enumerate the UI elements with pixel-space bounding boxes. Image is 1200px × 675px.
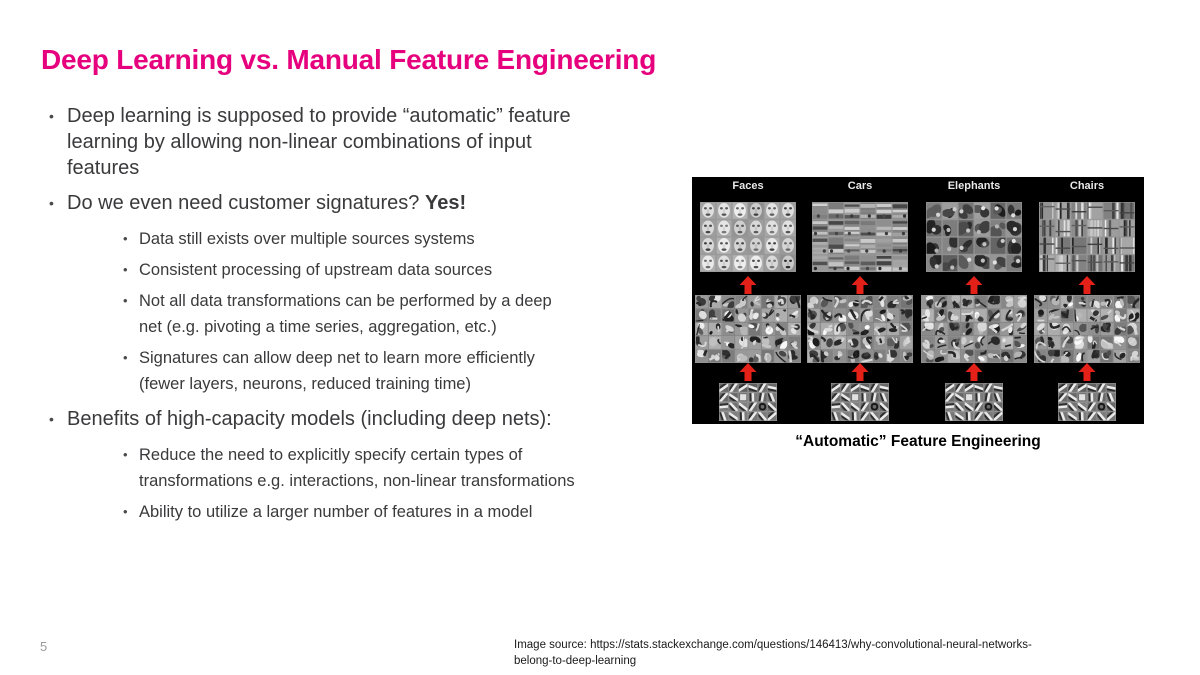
sub-bullet-text: Signatures can allow deep net to learn m… (139, 349, 535, 393)
sub-bullet-item: • Ability to utilize a larger number of … (123, 499, 681, 525)
bullet-icon: • (123, 447, 128, 462)
bullet-text: Deep learning is supposed to provide “au… (67, 105, 571, 179)
column-label-cars: Cars (847, 180, 873, 192)
bullet-item: • Deep learning is supposed to provide “… (41, 103, 681, 181)
bullet-item: • Benefits of high-capacity models (incl… (41, 406, 681, 525)
feature-hierarchy-figure: Faces Cars Elephants Chairs (692, 177, 1144, 424)
bullet-icon: • (49, 108, 54, 124)
bullet-item: • Do we even need customer signatures? Y… (41, 190, 681, 397)
page-number: 5 (40, 639, 48, 654)
sub-bullet-item: • Consistent processing of upstream data… (123, 257, 681, 283)
sub-bullet-item: • Data still exists over multiple source… (123, 226, 681, 252)
sub-bullet-text: Data still exists over multiple sources … (139, 230, 475, 248)
sub-bullet-text: Not all data transformations can be perf… (139, 292, 552, 336)
feature-grids-canvas (692, 177, 1144, 424)
sub-bullet-item: • Not all data transformations can be pe… (123, 288, 681, 340)
bullet-icon: • (123, 350, 128, 365)
bullet-icon: • (49, 195, 54, 211)
sub-bullet-item: • Reduce the need to explicitly specify … (123, 442, 681, 494)
image-source-attribution: Image source: https://stats.stackexchang… (514, 639, 1032, 667)
column-label-chairs: Chairs (1069, 180, 1105, 192)
bullet-icon: • (123, 293, 128, 308)
bullet-icon: • (123, 262, 128, 277)
sub-bullet-text: Consistent processing of upstream data s… (139, 261, 493, 279)
bullet-list: • Deep learning is supposed to provide “… (41, 103, 681, 530)
sub-bullet-text: Ability to utilize a larger number of fe… (139, 503, 533, 521)
bullet-icon: • (49, 411, 54, 427)
bullet-list-level2: • Reduce the need to explicitly specify … (123, 442, 681, 525)
sub-bullet-item: • Signatures can allow deep net to learn… (123, 345, 681, 397)
bullet-list-level2: • Data still exists over multiple source… (123, 226, 681, 397)
bullet-icon: • (123, 504, 128, 519)
figure-caption: “Automatic” Feature Engineering (795, 433, 1041, 450)
bullet-text-bold: Yes! (424, 192, 467, 214)
page-title: Deep Learning vs. Manual Feature Enginee… (41, 44, 657, 75)
bullet-icon: • (123, 231, 128, 246)
column-label-faces: Faces (732, 180, 764, 192)
bullet-text: Benefits of high-capacity models (includ… (67, 408, 552, 430)
bullet-list-level1: • Deep learning is supposed to provide “… (41, 103, 681, 525)
bullet-text: Do we even need customer signatures? (67, 192, 425, 214)
sub-bullet-text: Reduce the need to explicitly specify ce… (139, 446, 575, 490)
column-label-elephants: Elephants (947, 180, 1001, 192)
